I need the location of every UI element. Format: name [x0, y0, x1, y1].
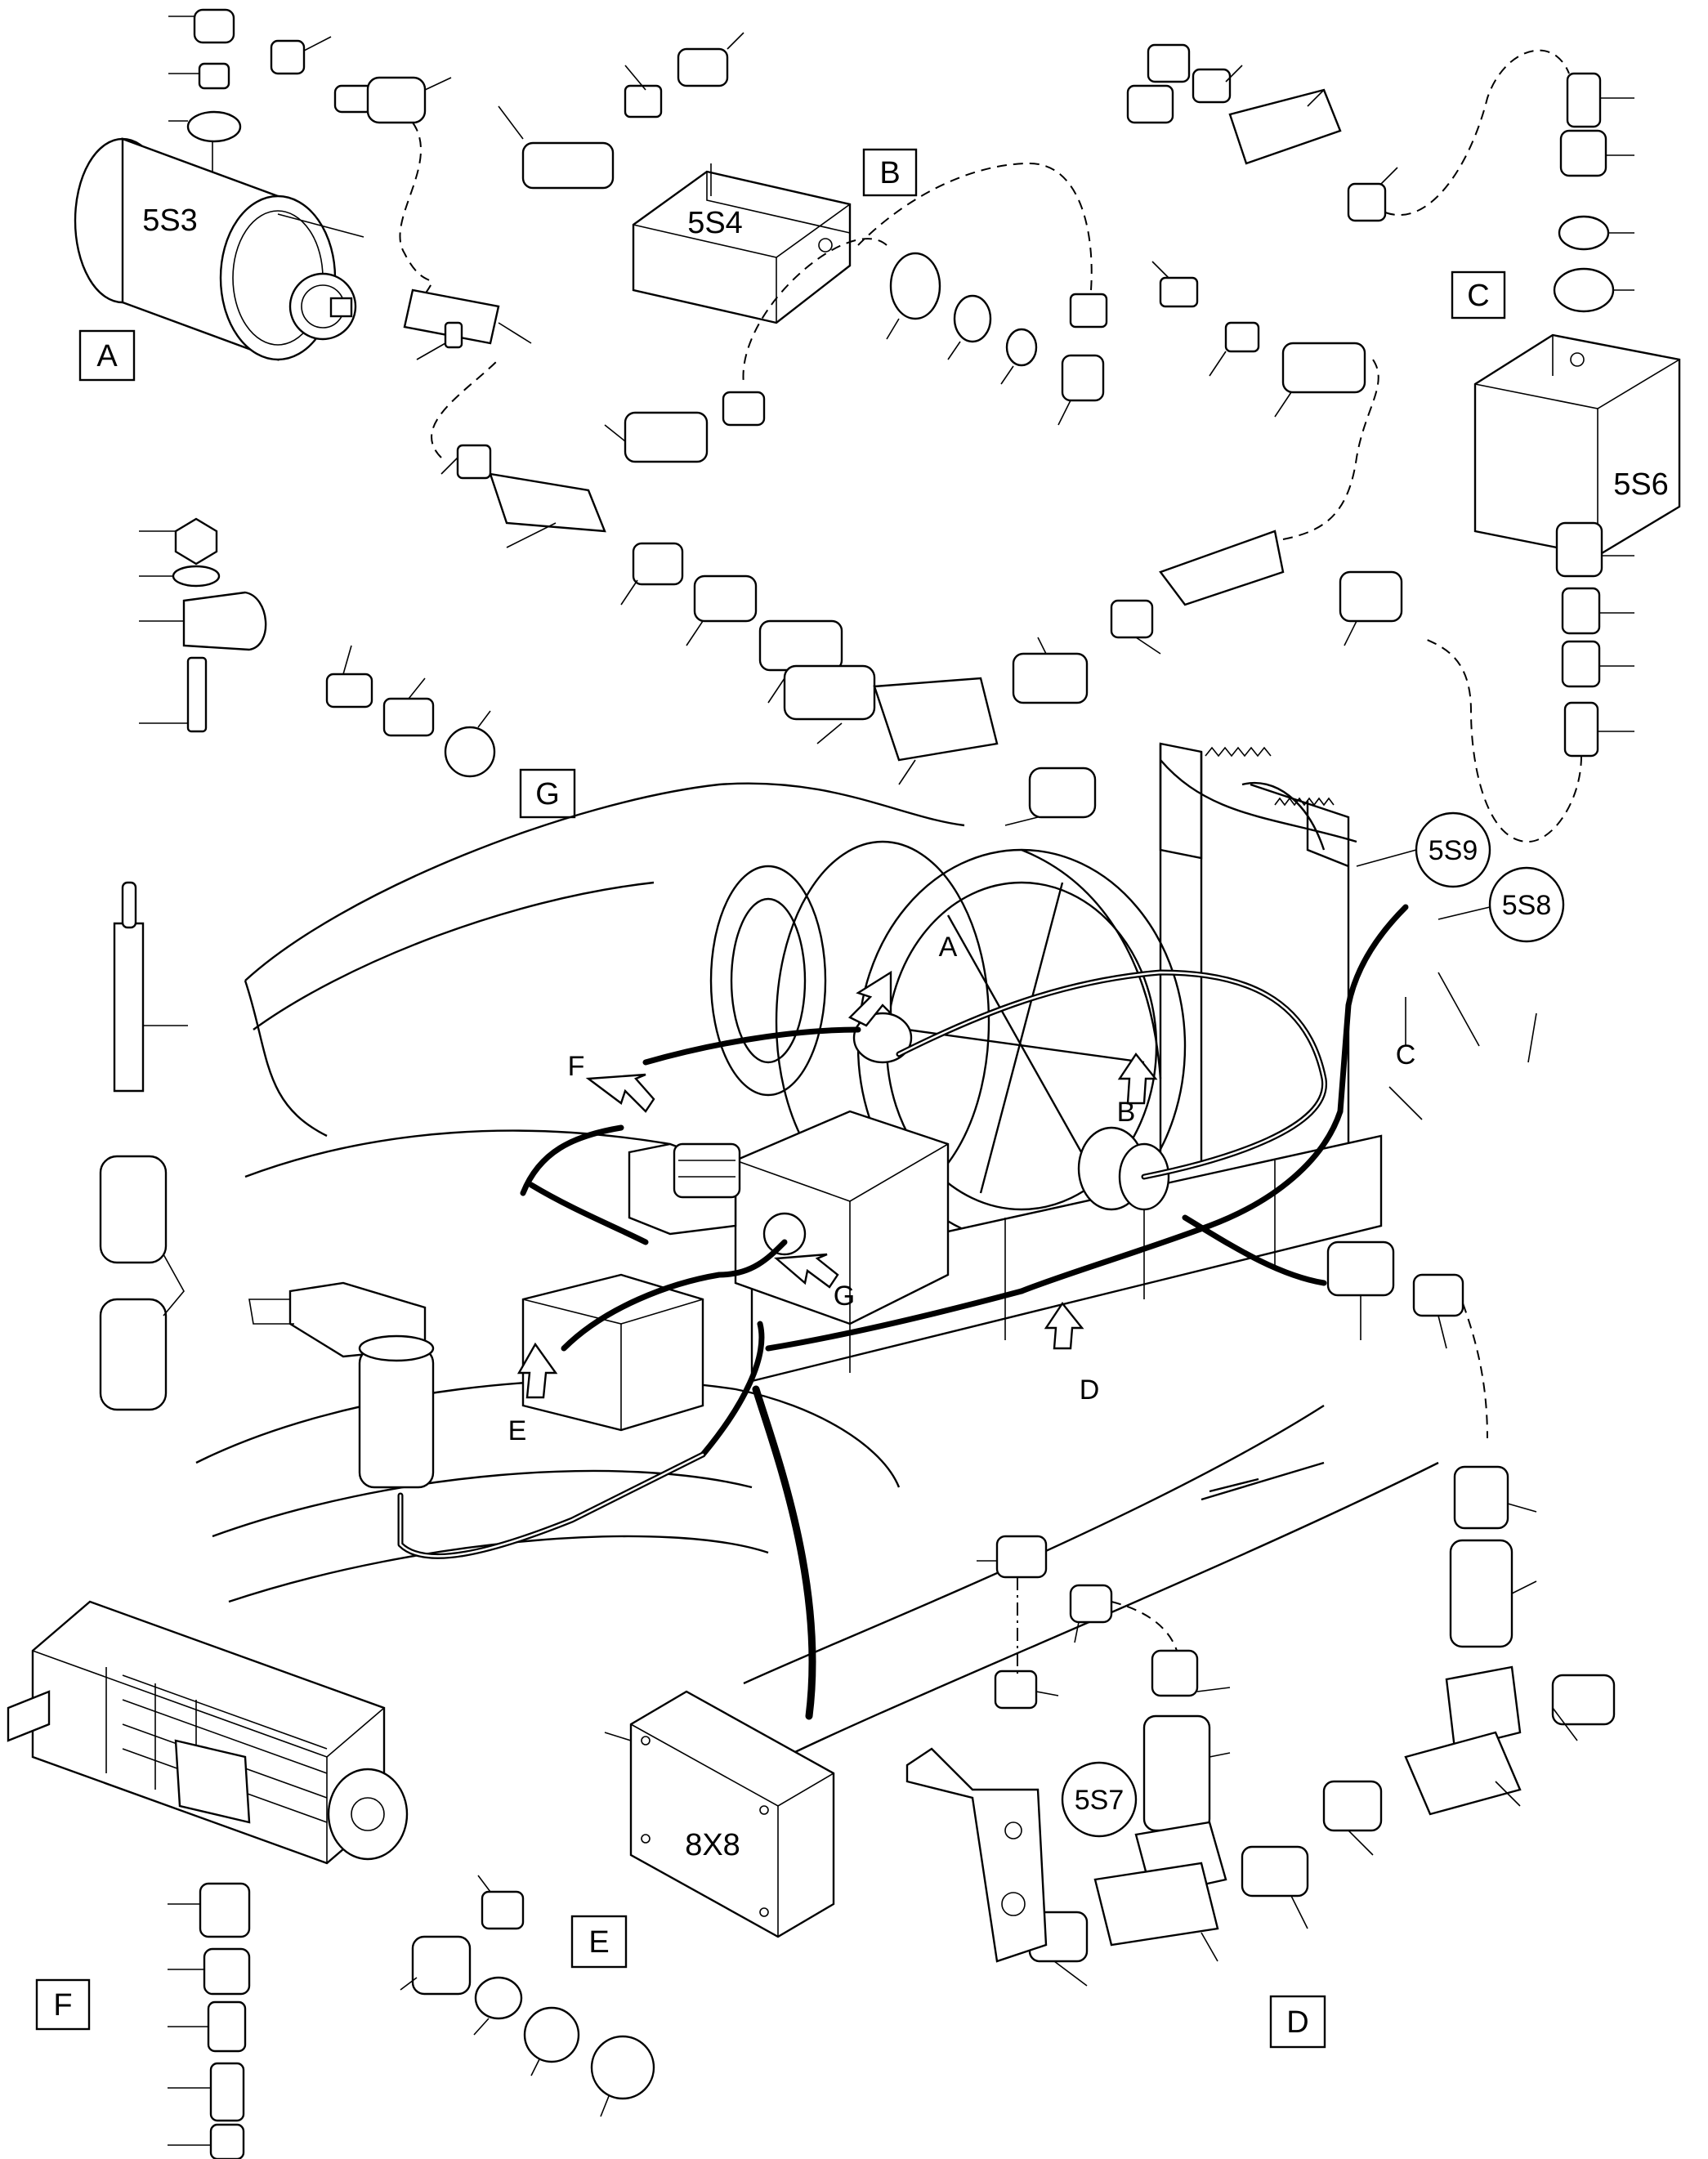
view-a-assembly: [74, 8, 532, 361]
callout-arrows: [516, 970, 1537, 1399]
view-g-assembly: [139, 517, 496, 778]
component-5s7-label: 5S7: [1075, 1785, 1125, 1816]
view-b-label: B 5S4: [687, 148, 918, 240]
component-5s9-label: 5S9: [1429, 835, 1478, 866]
view-f-label: F: [35, 1978, 91, 2031]
sensor-labels-5s8-5s9: 5S9 5S8: [1356, 811, 1565, 943]
view-e-assembly: [400, 1875, 655, 2117]
view-c-label-text: C: [1467, 279, 1489, 313]
view-g-label: G: [519, 768, 576, 819]
view-e-label-text: E: [588, 1925, 609, 1960]
main-callout-c: C: [1396, 1039, 1416, 1071]
view-d-label-text: D: [1286, 2005, 1308, 2040]
main-callout-f: F: [568, 1051, 585, 1082]
view-a-label: A 5S3: [78, 203, 198, 382]
view-b-label-text: B: [879, 156, 900, 190]
view-g-label-text: G: [535, 777, 560, 811]
component-5s4-label: 5S4: [687, 206, 743, 240]
cable-sleeve-detail: [99, 881, 188, 1411]
main-callout-labels: A B C D E F G: [508, 932, 1416, 1446]
main-callout-d: D: [1080, 1375, 1100, 1406]
component-8x8-label: 8X8: [685, 1828, 740, 1862]
view-e-label: E: [570, 1915, 628, 1969]
view-f-assembly: [7, 1600, 409, 2159]
cable-routing: [397, 904, 1409, 1720]
main-callout-e: E: [508, 1415, 527, 1446]
view-a-label-text: A: [96, 339, 118, 373]
view-d-label: D 5S7: [1061, 1761, 1326, 2049]
view-b-assembly: [498, 32, 1108, 426]
view-d-assembly: [905, 1240, 1616, 1987]
component-5s8-label: 5S8: [1502, 890, 1552, 921]
main-callout-g: G: [834, 1281, 855, 1312]
machine-body: [195, 742, 1439, 1767]
harness-network: [431, 43, 1570, 826]
junction-box-8x8: 8X8: [604, 1690, 835, 1938]
view-c-label: C 5S6: [1451, 270, 1669, 502]
view-f-label-text: F: [53, 1988, 72, 2023]
component-5s6-label: 5S6: [1613, 467, 1669, 502]
main-callout-a: A: [939, 932, 958, 963]
component-5s3-label: 5S3: [142, 203, 198, 238]
main-callout-b: B: [1117, 1097, 1136, 1128]
view-c-assembly: [1421, 72, 1681, 843]
